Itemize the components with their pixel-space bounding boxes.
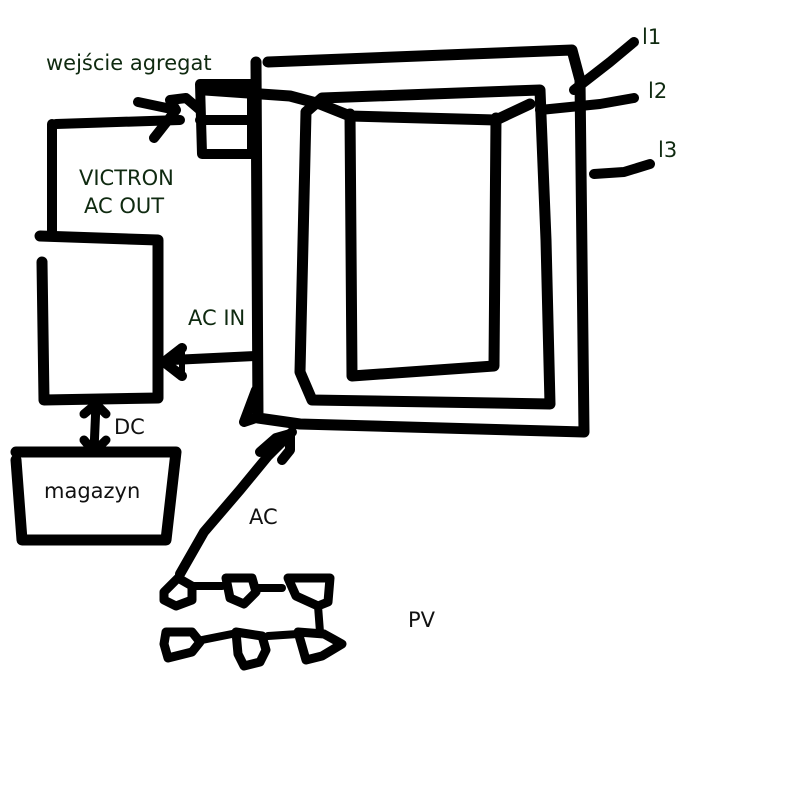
cabinet-lower-left-notch <box>239 385 261 427</box>
generator-input-label: wejście agregat <box>46 51 212 75</box>
victron-label-line2: AC OUT <box>84 194 165 218</box>
generator-connector <box>195 79 257 159</box>
victron-ac-out-wire <box>47 115 185 237</box>
l2-line <box>535 93 639 115</box>
l3-line <box>589 159 655 179</box>
pv-panel <box>293 627 347 665</box>
victron-label-line1: VICTRON <box>79 166 174 190</box>
l3-label: l3 <box>658 138 678 162</box>
pv-panel <box>221 573 261 609</box>
dc-connection <box>79 399 111 457</box>
pv-label: PV <box>408 608 436 632</box>
pv-panel <box>283 573 335 611</box>
pv-ac-arrow-tip <box>255 429 295 465</box>
ac-label: AC <box>249 505 278 529</box>
pv-panel <box>231 627 271 671</box>
ac-in-label: AC IN <box>188 306 246 330</box>
storage-label: magazyn <box>44 479 141 503</box>
l1-label: l1 <box>642 25 662 49</box>
pv-link <box>264 630 302 640</box>
victron-box <box>34 230 164 406</box>
l1-line <box>569 37 639 95</box>
cabinet-inner-frame <box>294 84 556 410</box>
pv-panel <box>159 627 205 663</box>
ac-in-arrowhead <box>161 345 185 379</box>
pv-link <box>198 630 236 644</box>
pv-panel <box>159 573 197 611</box>
pv-array <box>159 573 347 671</box>
storage-box <box>10 446 182 546</box>
dc-label: DC <box>114 415 145 439</box>
l2-label: l2 <box>648 79 668 103</box>
pv-row-link <box>314 602 324 636</box>
generator-bus-wire <box>199 84 536 126</box>
generator-input-arrow <box>133 93 205 143</box>
pv-ac-wire <box>175 427 297 579</box>
cabinet-inner-core <box>344 108 502 382</box>
